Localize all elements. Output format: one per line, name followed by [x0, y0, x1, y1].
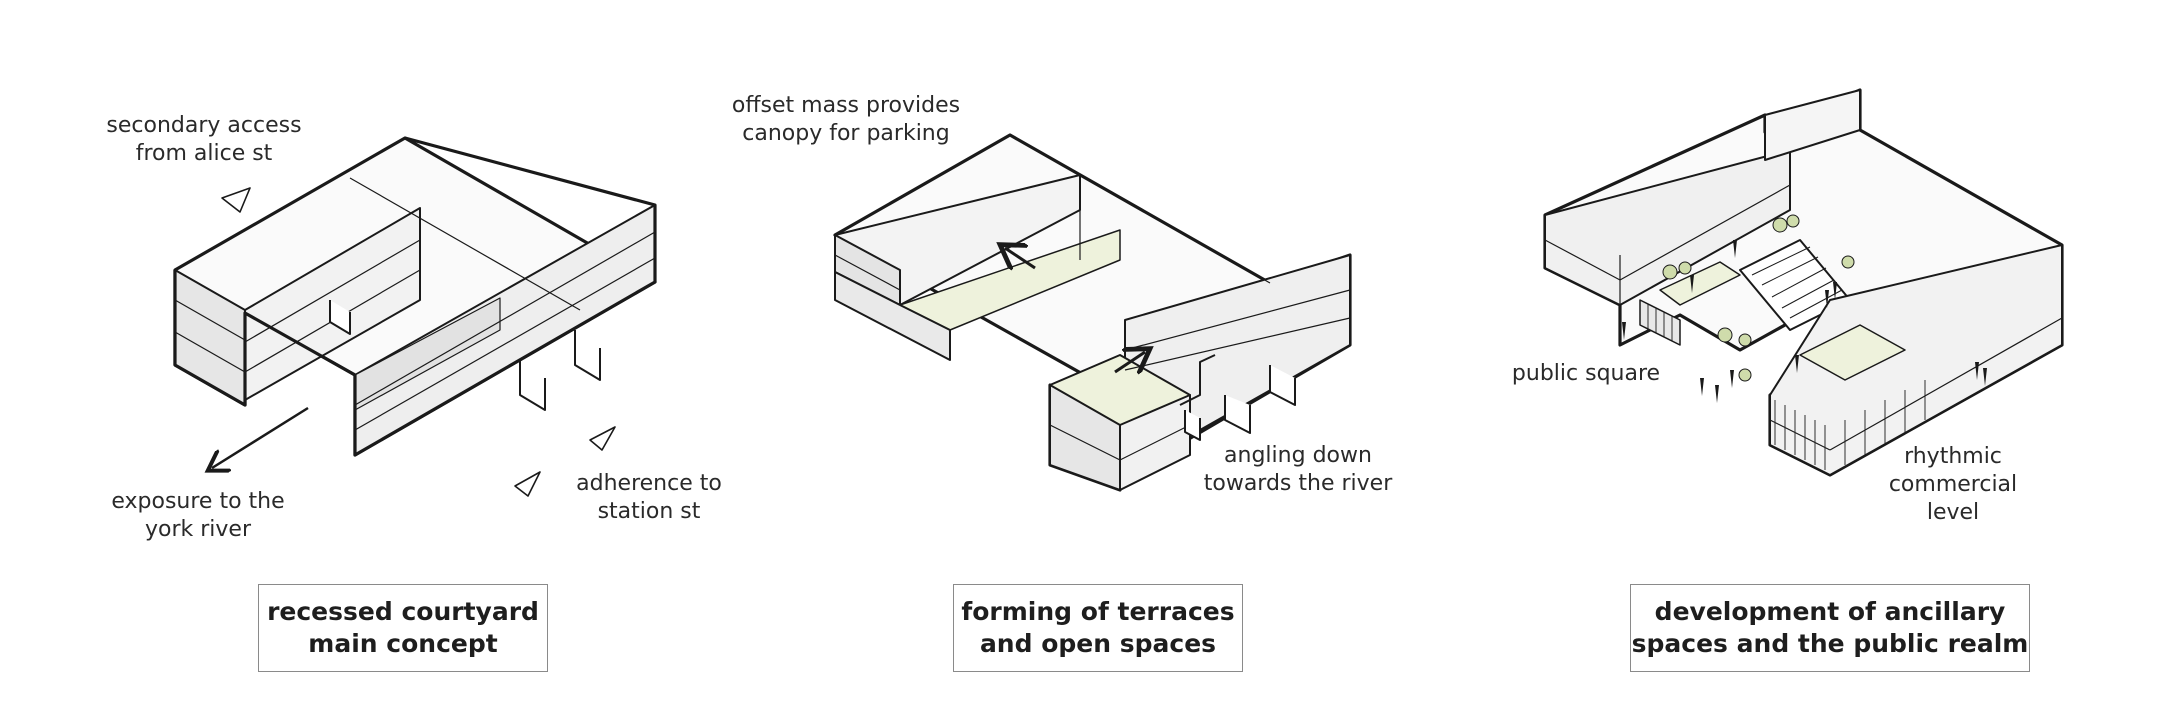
annotation-public-square: public square	[1511, 361, 1661, 386]
panel-1-building	[173, 136, 657, 497]
panel-3-building	[1543, 88, 2064, 477]
panel-2-building	[833, 133, 1352, 492]
